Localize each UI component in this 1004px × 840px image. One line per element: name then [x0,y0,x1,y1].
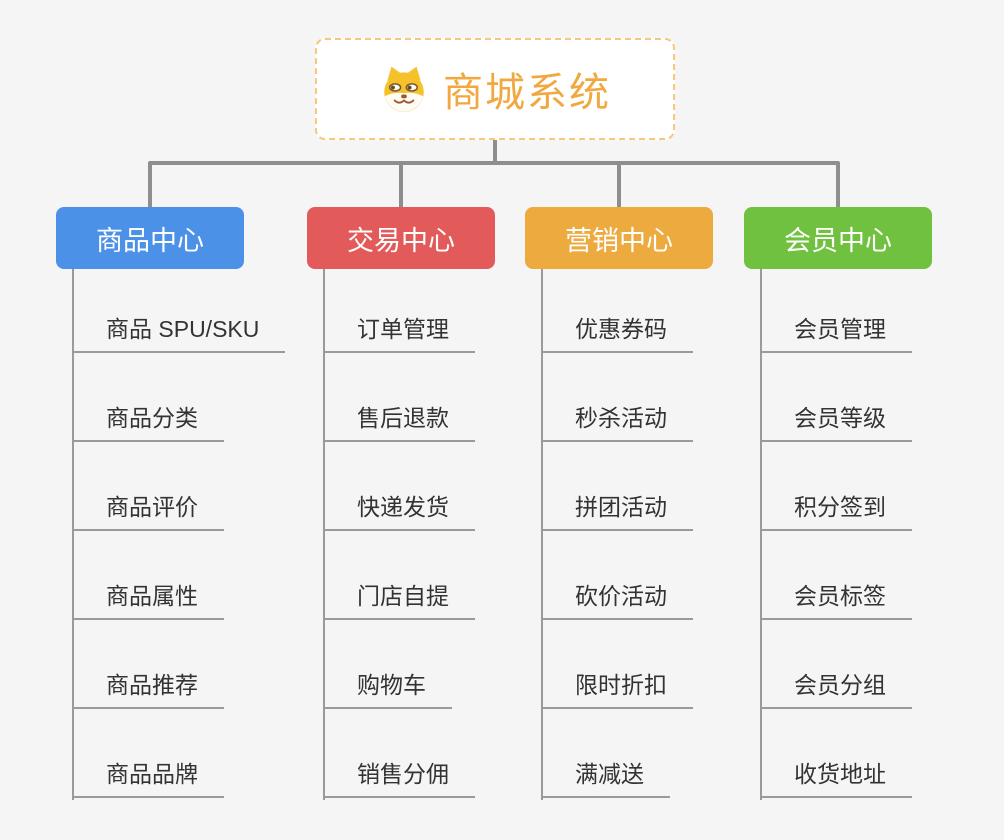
sub-topic[interactable]: 门店自提 [323,583,475,620]
branch-connector-horizontal [148,161,840,165]
sub-topic[interactable]: 订单管理 [323,316,475,353]
sub-topic[interactable]: 会员等级 [760,405,912,442]
branch-label: 会员中心 [784,225,892,256]
sub-topic[interactable]: 销售分佣 [323,761,475,798]
branch-node-trade-center[interactable]: 交易中心 [307,207,495,269]
root-node[interactable]: 商城系统 [315,38,675,140]
branch-label: 交易中心 [347,225,455,256]
branch-drop-line [399,163,403,207]
sub-topic[interactable]: 满减送 [541,761,670,798]
sub-topic[interactable]: 会员标签 [760,583,912,620]
branch-spine-line [760,269,762,800]
branch-spine-line [541,269,543,800]
sub-topic[interactable]: 会员管理 [760,316,912,353]
branch-drop-line [617,163,621,207]
sub-topic[interactable]: 商品品牌 [72,761,224,798]
shiba-dog-icon [379,64,429,114]
sub-topic[interactable]: 购物车 [323,672,452,709]
branch-drop-line [836,163,840,207]
root-connector-stub [493,140,497,163]
sub-topic[interactable]: 商品 SPU/SKU [72,316,286,353]
branch-node-marketing-center[interactable]: 营销中心 [525,207,713,269]
sub-topic[interactable]: 售后退款 [323,405,475,442]
branch-drop-line [148,163,152,207]
sub-topic[interactable]: 商品属性 [72,583,224,620]
branch-spine-line [323,269,325,800]
sub-topic[interactable]: 秒杀活动 [541,405,693,442]
sub-topic[interactable]: 积分签到 [760,494,912,531]
sub-topic[interactable]: 会员分组 [760,672,912,709]
sub-topic[interactable]: 快递发货 [323,494,475,531]
branch-label: 商品中心 [96,225,204,256]
sub-topic[interactable]: 拼团活动 [541,494,693,531]
branch-node-goods-center[interactable]: 商品中心 [56,207,244,269]
sub-topic[interactable]: 限时折扣 [541,672,693,709]
sub-topic[interactable]: 商品推荐 [72,672,224,709]
sub-topic[interactable]: 商品评价 [72,494,224,531]
sub-topic[interactable]: 商品分类 [72,405,224,442]
sub-topic[interactable]: 收货地址 [760,761,912,798]
branch-spine-line [72,269,74,800]
branch-label: 营销中心 [565,225,673,256]
sub-topic[interactable]: 优惠券码 [541,316,693,353]
branch-node-member-center[interactable]: 会员中心 [744,207,932,269]
root-title: 商城系统 [443,71,611,115]
sub-topic[interactable]: 砍价活动 [541,583,693,620]
